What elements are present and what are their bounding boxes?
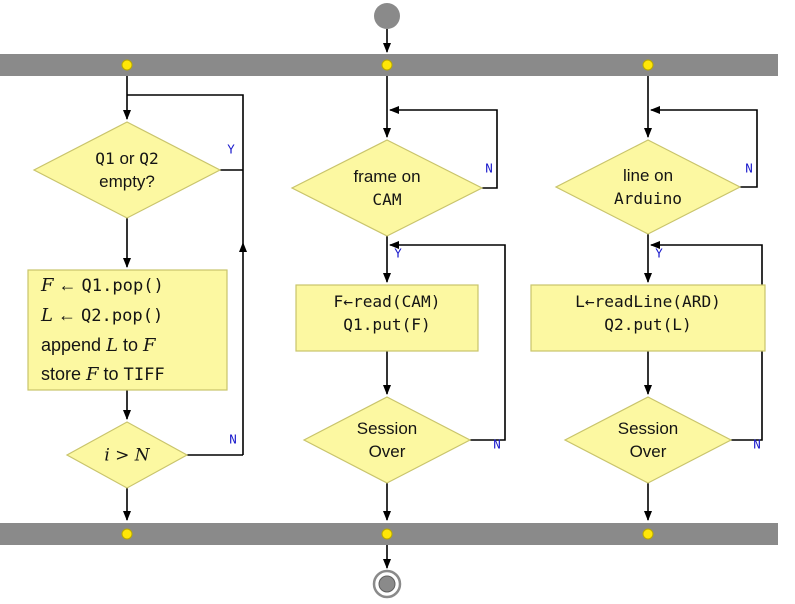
text-segment: line on [622, 166, 674, 186]
text-segment: i > N [104, 445, 150, 466]
text-segment: or [114, 149, 140, 169]
text-segment: Q1.put(F) [343, 315, 431, 334]
text-line: Session [618, 418, 678, 441]
decision-session-over-right-label: Session Over [618, 418, 678, 464]
text-segment: F [143, 334, 156, 356]
node-shape-group [27, 121, 766, 489]
decision-frame-on-cam-shape [290, 139, 484, 237]
text-line: CAM [353, 189, 420, 212]
decision-i-gt-n-label: i > N [104, 445, 149, 468]
text-line: F ← Q1.pop() [41, 271, 227, 301]
branch-label-right-line-no: N [745, 160, 753, 176]
text-segment: Session [617, 419, 679, 439]
text-segment: ← [52, 304, 81, 325]
process-pop-store-shape [27, 269, 228, 391]
branch-label-left-no: N [229, 431, 237, 447]
text-segment: Over [368, 442, 406, 461]
text-segment: to [98, 363, 124, 384]
token-dot-group [121, 59, 654, 540]
text-segment: Over [629, 442, 667, 461]
text-segment: L [106, 334, 119, 356]
decision-frame-on-cam-label: frame on CAM [353, 166, 420, 212]
text-line: Session [357, 418, 417, 441]
text-segment: F [86, 363, 99, 385]
text-segment: TIFF [123, 364, 165, 385]
text-line: Q1 or Q2 [95, 148, 158, 171]
connector-left-loopback-top [127, 94, 244, 243]
text-line: empty? [95, 171, 158, 194]
text-segment: Q2.pop() [80, 305, 164, 326]
process-readline-ard-label: L←readLine(ARD) Q2.put(L) [575, 291, 721, 337]
text-line: Over [357, 441, 417, 464]
process-pop-store-label: F ← Q1.pop() L ← Q2.pop() append L to F … [28, 270, 227, 390]
process-read-cam-label: F←read(CAM) Q1.put(F) [334, 291, 441, 337]
text-line: Arduino [614, 188, 682, 211]
end-node-ring [372, 569, 402, 599]
text-segment: append [41, 334, 107, 355]
text-segment: Q1 [95, 149, 115, 169]
text-line: L ← Q2.pop() [41, 301, 227, 331]
token-dot-join-right [642, 528, 654, 540]
text-segment: frame on [353, 167, 421, 187]
process-read-cam-shape [295, 284, 479, 352]
text-line: frame on [353, 166, 420, 189]
decision-line-on-arduino-shape [554, 139, 742, 235]
branch-label-mid-yes: Y [394, 245, 402, 261]
text-segment: to [118, 334, 144, 355]
decision-line-on-arduino-label: line on Arduino [614, 165, 682, 211]
decision-session-over-mid-label: Session Over [357, 418, 417, 464]
text-segment: Q2 [139, 149, 159, 169]
token-dot-fork-mid [381, 59, 393, 71]
branch-label-mid-over-no: N [493, 436, 501, 452]
decision-session-over-right-shape [563, 396, 733, 484]
text-line: L←readLine(ARD) [575, 291, 721, 314]
decision-i-gt-n-shape [65, 421, 189, 489]
text-segment: empty? [99, 172, 155, 191]
end-node-core [378, 575, 396, 593]
decision-q1-q2-empty-shape [32, 121, 222, 219]
text-line: Q1.put(F) [334, 314, 441, 337]
text-line: F←read(CAM) [334, 291, 441, 314]
text-segment: Q1.pop() [81, 275, 164, 296]
start-node [374, 3, 400, 29]
text-segment: F←read(CAM) [333, 292, 441, 312]
token-dot-fork-left [121, 59, 133, 71]
text-segment: Arduino [613, 189, 683, 208]
text-line: i > N [104, 445, 149, 468]
decision-session-over-mid-shape [302, 396, 472, 484]
text-line: line on [614, 165, 682, 188]
branch-label-right-over-no: N [753, 436, 761, 452]
connector-mid-frame-no-loop [389, 106, 498, 189]
text-segment: CAM [372, 190, 402, 209]
connector-right-line-no-loop [650, 106, 758, 188]
text-line: Q2.put(L) [575, 314, 721, 337]
text-segment: F [41, 274, 54, 296]
branch-label-right-yes: Y [655, 245, 663, 261]
token-dot-join-mid [381, 528, 393, 540]
text-line: Over [618, 441, 678, 464]
text-segment: Q2.put(L) [604, 315, 692, 334]
process-readline-ard-shape [530, 284, 766, 352]
branch-label-left-yes: Y [227, 141, 235, 157]
branch-label-mid-frame-no: N [485, 160, 493, 176]
token-dot-join-left [121, 528, 133, 540]
text-segment: L [41, 304, 53, 326]
text-line: append L to F [41, 331, 227, 360]
text-line: store F to TIFF [41, 360, 227, 390]
text-segment: store [41, 363, 87, 384]
text-segment: L←readLine(ARD) [575, 292, 721, 312]
decision-q1-q2-empty-label: Q1 or Q2 empty? [95, 148, 158, 194]
connector-mid-over-no-loop [389, 241, 506, 441]
text-segment: Session [356, 419, 418, 439]
token-dot-fork-right [642, 59, 654, 71]
text-segment: ← [53, 274, 82, 295]
